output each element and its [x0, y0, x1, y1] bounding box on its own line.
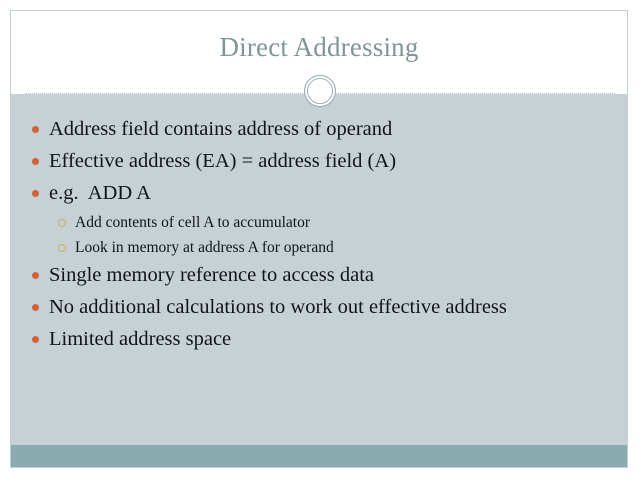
bullet-ring-icon: [58, 219, 66, 227]
bullet-text: Effective address (EA) = address field (…: [49, 150, 397, 172]
bullet-text: Look in memory at address A for operand: [75, 239, 334, 256]
bullet-text: Add contents of cell A to accumulator: [75, 214, 311, 231]
bullet-item-level1: Address field contains address of operan…: [11, 115, 627, 144]
bullet-item-level1: No additional calculations to work out e…: [11, 293, 627, 322]
page-title: Direct Addressing: [219, 32, 419, 62]
bullet-dot-icon: [32, 304, 39, 311]
bullet-ring-icon: [58, 244, 66, 252]
bullet-text: Address field contains address of operan…: [49, 118, 393, 140]
bullet-dot-icon: [32, 336, 39, 343]
bullet-item-level1: Single memory reference to access data: [11, 261, 627, 290]
bullet-text: No additional calculations to work out e…: [49, 296, 507, 318]
bullet-list: Address field contains address of operan…: [11, 94, 627, 357]
bullet-dot-icon: [32, 190, 39, 197]
bullet-item-level2: Look in memory at address A for operand: [11, 236, 627, 260]
bullet-item-level1: Effective address (EA) = address field (…: [11, 147, 627, 176]
bullet-dot-icon: [32, 158, 39, 165]
bullet-item-level1: e.g. ADD A: [11, 179, 627, 208]
bullet-text: Limited address space: [49, 328, 232, 350]
presentation-slide: Direct Addressing Address field contains…: [10, 10, 628, 468]
circle-ornament-inner-ring: [307, 78, 333, 104]
slide-body-background: [11, 94, 627, 445]
bullet-text: Single memory reference to access data: [49, 264, 374, 286]
bullet-text: e.g. ADD A: [49, 182, 151, 204]
bullet-item-level1: Limited address space: [11, 325, 627, 354]
slide-bottom-accent-bar: [11, 445, 627, 467]
circle-ornament-icon: [304, 75, 336, 107]
bullet-dot-icon: [32, 126, 39, 133]
bullet-item-level2: Add contents of cell A to accumulator: [11, 211, 627, 235]
bullet-dot-icon: [32, 272, 39, 279]
